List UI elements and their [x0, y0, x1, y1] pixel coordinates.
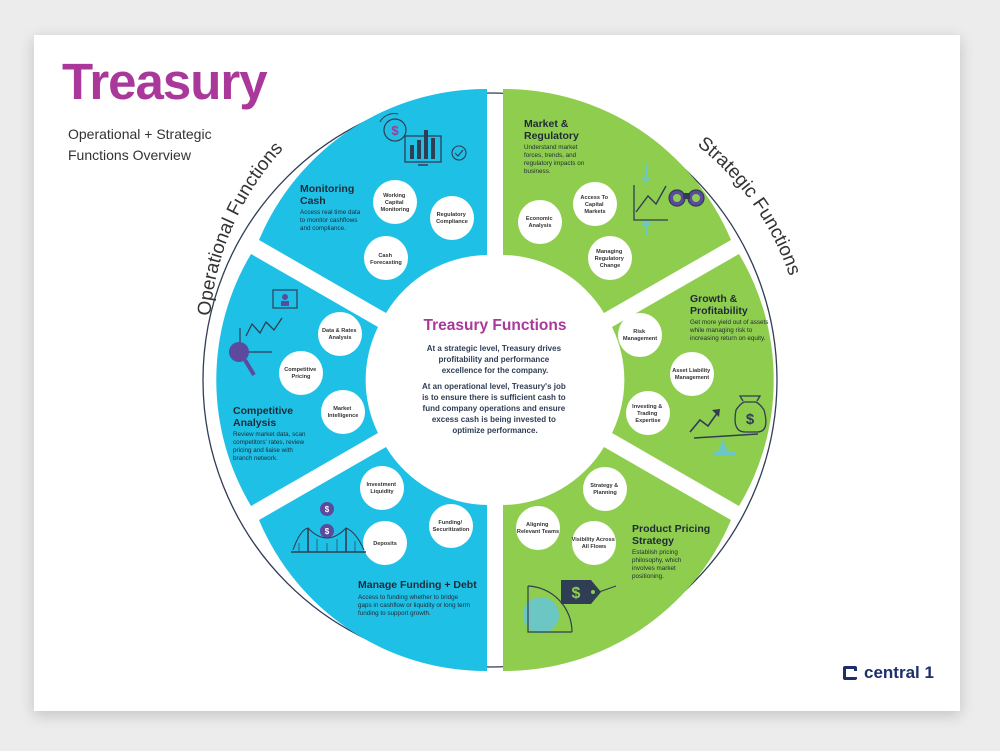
market-binoculars-icon — [633, 163, 705, 236]
svg-text:$: $ — [391, 123, 399, 138]
bridge-funding-icon: $ $ — [291, 502, 366, 553]
competitive-analysis-group: Competitive Analysis Review market data,… — [229, 289, 365, 462]
segment-product-pricing — [503, 447, 731, 672]
bubble-aligning-teams-label: Aligning Relevant Teams — [517, 522, 559, 535]
page-subtitle: Operational + Strategic Functions Overvi… — [68, 126, 212, 163]
product-pricing-title: Product Pricing Strategy — [632, 523, 713, 547]
outer-ring — [202, 92, 778, 668]
market-regulatory-desc: Understand market forces, trends, and re… — [524, 144, 586, 175]
bubble-competitive-pricing-label: Competitive Pricing — [284, 367, 318, 380]
center-para2: At an operational level, Treasury's job … — [422, 382, 568, 435]
bubble-regulatory-compliance-label: Regulatory Compliance — [436, 212, 468, 225]
bubble-investment-liquidity — [360, 466, 404, 510]
bubble-market-intelligence-label: Market Intelligence — [328, 406, 359, 419]
bubble-asset-liability — [670, 352, 714, 396]
bubble-working-capital — [373, 180, 417, 224]
price-tag-icon: $ — [523, 580, 617, 633]
bubble-asset-liability-label: Asset Liability Management — [672, 368, 712, 381]
bubble-data-rates — [318, 312, 362, 356]
center-para1: At a strategic level, Treasury drives pr… — [427, 344, 564, 375]
bubble-economic-analysis — [518, 200, 562, 244]
monitoring-cash-title: Monitoring Cash — [300, 183, 357, 207]
bubble-aligning-teams — [516, 506, 560, 550]
market-regulatory-title: Market & Regulatory — [524, 118, 579, 142]
page-title: Treasury — [62, 53, 268, 110]
segment-monitoring-cash — [259, 88, 487, 314]
center-circle — [378, 263, 612, 497]
svg-text:$: $ — [325, 505, 330, 514]
growth-profitability-group: Growth & Profitability Get more yield ou… — [618, 293, 770, 456]
bubble-regulatory-compliance — [430, 196, 474, 240]
bubble-data-rates-label: Data & Rates Analysis — [322, 328, 358, 341]
product-pricing-desc: Establish pricing philosophy, which invo… — [632, 549, 683, 580]
manage-funding-title: Manage Funding + Debt — [358, 579, 477, 591]
central1-logo-mark-icon — [843, 666, 857, 680]
monitoring-cash-desc: Access real time data to monitor cashflo… — [300, 209, 362, 232]
bubble-working-capital-label: Working Capital Monitoring — [381, 193, 410, 213]
analysis-magnifier-icon — [229, 289, 298, 377]
bubble-economic-analysis-label: Economic Analysis — [526, 216, 554, 229]
manage-funding-group: Manage Funding + Debt Access to funding … — [291, 466, 477, 617]
svg-text:$: $ — [746, 411, 755, 428]
bubble-access-capital-markets-label: Access To Capital Markets — [580, 195, 609, 215]
monitoring-cash-group: Monitoring Cash Access real time data to… — [300, 113, 474, 280]
bubble-market-intelligence — [321, 390, 365, 434]
product-pricing-group: Product Pricing Strategy Establish prici… — [516, 467, 713, 633]
bubble-risk-management-label: Risk Management — [623, 329, 657, 342]
growth-moneybag-icon: $ — [689, 395, 767, 456]
central1-logo-text: central 1 — [864, 663, 934, 682]
bubble-strategy-planning-label: Strategy & Planning — [590, 483, 620, 496]
center-title: Treasury Functions — [424, 317, 567, 334]
growth-profitability-title: Growth & Profitability — [690, 293, 748, 317]
central1-logo: central 1 — [843, 663, 934, 683]
bubble-visibility-flows — [572, 521, 616, 565]
bubble-deposits — [363, 521, 407, 565]
bubble-access-capital-markets — [573, 182, 617, 226]
segment-market-regulatory — [503, 88, 731, 313]
svg-text:$: $ — [325, 527, 330, 536]
bubble-strategy-planning — [583, 467, 627, 511]
competitive-analysis-title: Competitive Analysis — [233, 405, 296, 429]
cash-monitor-icon: $ — [379, 113, 467, 166]
bubble-risk-management — [618, 313, 662, 357]
bubble-investing-trading — [626, 391, 670, 435]
competitive-analysis-desc: Review market data, scan competitors' ra… — [233, 431, 307, 462]
bubble-managing-regulatory-change-label: Managing Regulatory Change — [595, 249, 626, 269]
market-regulatory-group: Market & Regulatory Understand market fo… — [518, 118, 705, 280]
bubble-funding-securitization-label: Funding/ Securitization — [433, 520, 470, 533]
bubble-cash-forecasting — [364, 236, 408, 280]
manage-funding-desc: Access to funding whether to bridge gaps… — [358, 594, 472, 617]
growth-profitability-desc: Get more yield out of assets while manag… — [689, 319, 770, 342]
svg-text:$: $ — [572, 585, 581, 602]
bubble-visibility-flows-label: Visibility Across All Flows — [572, 537, 617, 550]
bubble-funding-securitization — [429, 504, 473, 548]
bubble-cash-forecasting-label: Cash Forecasting — [370, 253, 402, 266]
bubble-managing-regulatory-change — [588, 236, 632, 280]
bubble-investment-liquidity-label: Investment Liquidity — [366, 482, 397, 495]
bubble-deposits-label: Deposits — [373, 541, 397, 547]
bubble-investing-trading-label: Investing & Trading Expertise — [632, 404, 664, 424]
bubble-competitive-pricing — [279, 351, 323, 395]
